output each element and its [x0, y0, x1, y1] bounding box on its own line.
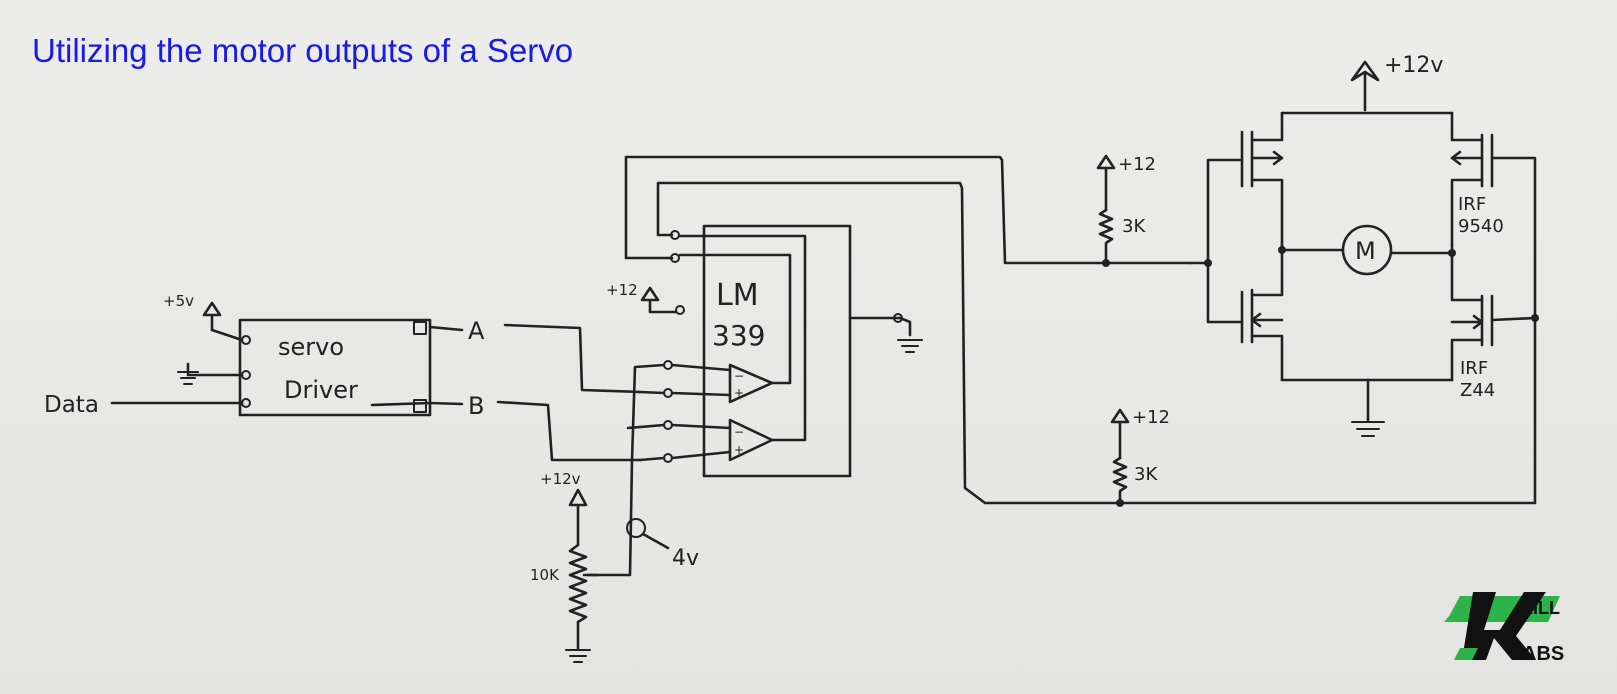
krill-labs-logo: RILL ABS — [1444, 592, 1564, 665]
motor-label: M — [1355, 237, 1376, 265]
lm-number-label: 339 — [712, 319, 765, 352]
logo-top-text: RILL — [1520, 598, 1560, 618]
supply-arrow-icon — [640, 286, 678, 314]
servo-label: servo — [278, 333, 344, 361]
motor-icon: M — [1341, 224, 1393, 276]
supply-arrow-icon — [1350, 60, 1380, 112]
comparator-icon: − + — [728, 363, 774, 404]
ref-voltage-label: 4v — [672, 546, 699, 571]
driver-label: Driver — [284, 376, 358, 404]
mosfet-icon — [1206, 243, 1284, 382]
ground-icon — [1351, 378, 1385, 437]
supply-arrow-icon — [1110, 408, 1130, 460]
nmos-number-label: Z44 — [1460, 380, 1495, 401]
logo-bottom-text: ABS — [1522, 643, 1564, 665]
ground-icon — [848, 313, 923, 353]
ground-icon — [565, 649, 591, 663]
nmos-label: IRF — [1460, 358, 1488, 379]
svg-text:−: − — [734, 369, 744, 383]
page-title: Utilizing the motor outputs of a Servo — [32, 32, 574, 69]
servo-driver-block: servo Driver — [238, 318, 432, 417]
pmos-number-label: 9540 — [1458, 216, 1504, 237]
bottom-pullup-supply-label: +12 — [1132, 407, 1170, 428]
mosfet-icon — [1206, 111, 1284, 265]
pmos-label: IRF — [1458, 194, 1486, 215]
mosfet-icon — [1450, 111, 1537, 320]
mosfet-icon — [1450, 243, 1537, 382]
resistor-icon — [1098, 208, 1114, 265]
logo-k — [1462, 592, 1546, 660]
bottom-resistor-label: 3K — [1134, 464, 1158, 485]
supply-arrow-icon — [1096, 154, 1116, 212]
resistor-icon — [1112, 456, 1128, 505]
a-label: A — [468, 317, 485, 345]
bridge-supply-label: +12v — [1384, 53, 1443, 78]
top-resistor-label: 3K — [1122, 216, 1146, 237]
supply-arrow-icon — [202, 301, 244, 342]
plus5v-label: +5v — [163, 292, 194, 310]
lm-plus12-label: +12 — [606, 281, 638, 299]
pot-supply-label: +12v — [540, 470, 581, 488]
top-pullup-supply-label: +12 — [1118, 154, 1156, 175]
supply-arrow-icon — [568, 488, 588, 507]
svg-text:−: − — [734, 425, 744, 439]
svg-text:+: + — [734, 386, 744, 400]
lm339-chip: LM 339 — [702, 224, 852, 478]
b-label: B — [468, 392, 484, 420]
probe-ring-icon — [626, 518, 646, 538]
data-label: Data — [44, 392, 99, 418]
svg-text:+: + — [734, 443, 744, 457]
comparator-icon: − + — [728, 418, 774, 462]
pot-value-label: 10K — [530, 566, 560, 584]
potentiometer-icon — [568, 503, 600, 650]
lm-label: LM — [716, 278, 759, 313]
ground-icon — [177, 362, 244, 385]
